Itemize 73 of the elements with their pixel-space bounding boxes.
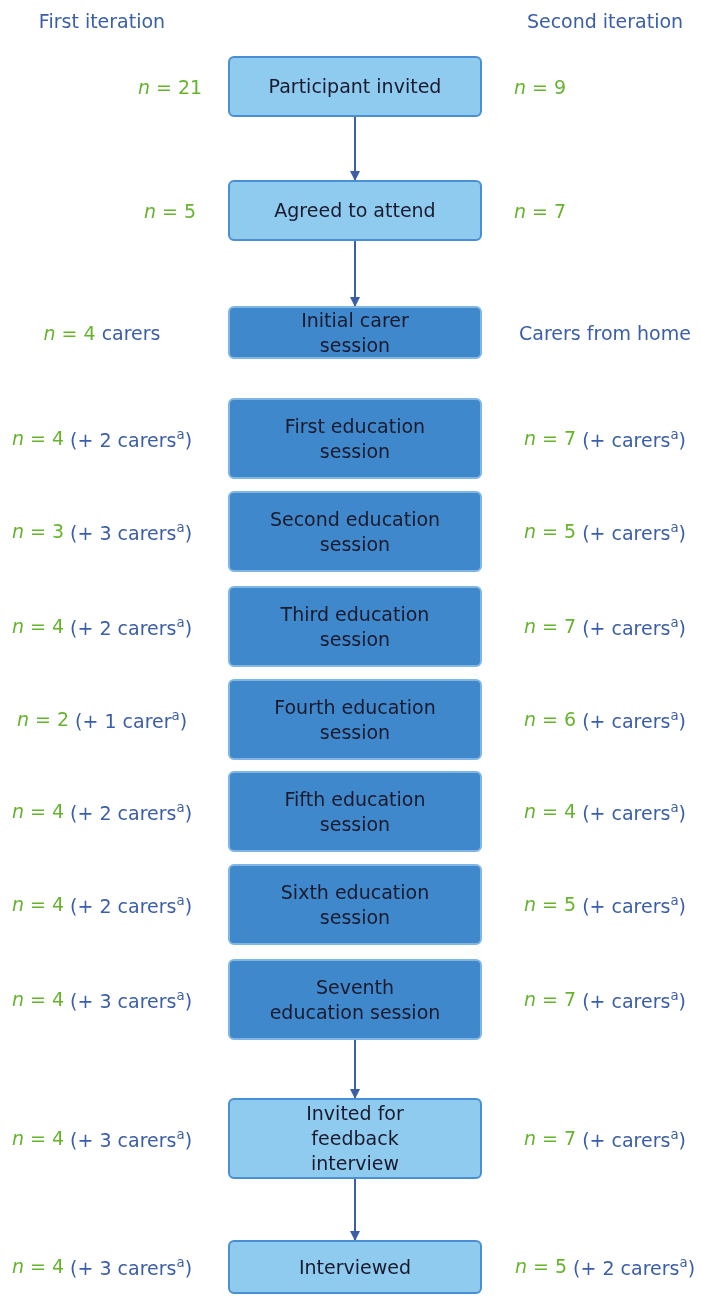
carer-note: (+ 3 carers$^{a}$) <box>70 519 193 544</box>
column-heading: Second iteration <box>526 10 684 32</box>
box-label: First education session <box>283 413 427 464</box>
arrow <box>350 1178 360 1241</box>
session-box <box>228 959 482 1040</box>
carer-note: (+ 3 carers$^{a}$) <box>70 1126 193 1151</box>
count-label: n = 5 <box>524 892 577 917</box>
box-label: Interviewed <box>298 1254 412 1280</box>
session-box <box>228 864 482 945</box>
count-label: n = 7 <box>513 199 567 222</box>
session-box <box>228 586 482 667</box>
count-label: n = 7 <box>524 987 577 1012</box>
count-label: n = 4 <box>11 892 65 917</box>
carer-note: (+ carers$^{a}$) <box>582 1126 686 1151</box>
box-label: Second education session <box>268 506 442 557</box>
count-label: n = 5 <box>514 1255 568 1279</box>
count-label: n = 9 <box>513 75 567 98</box>
carer-note: (+ 1 carer$^{a}$) <box>75 707 188 732</box>
carer-note: Carers from home <box>519 321 691 344</box>
session-box <box>228 491 482 572</box>
count-label: n = 21 <box>137 75 203 98</box>
count-label: n = 6 <box>524 707 577 732</box>
arrow <box>350 116 360 181</box>
carer-note: (+ 2 carers$^{a}$) <box>70 799 193 824</box>
process-box <box>228 180 482 241</box>
count-label: n = 4 <box>11 1126 65 1151</box>
box-label: Agreed to attend <box>274 198 436 223</box>
session-box <box>228 771 482 852</box>
carer-note: (+ 2 carers$^{a}$) <box>573 1255 696 1279</box>
count-label: n = 4 <box>11 614 65 639</box>
session-box <box>228 306 482 359</box>
carer-note: (+ carers$^{a}$) <box>582 519 686 544</box>
box-label: Fourth education session <box>273 694 437 745</box>
box-label: Fifth education session <box>283 786 427 837</box>
box-label: Participant invited <box>268 74 442 99</box>
count-label: n = 7 <box>524 614 577 639</box>
column-heading: First iteration <box>38 10 166 32</box>
carer-note: (+ 2 carers$^{a}$) <box>70 892 193 917</box>
carer-note: (+ carers$^{a}$) <box>582 892 686 917</box>
carer-note: carers <box>101 321 161 344</box>
process-box <box>228 1240 482 1294</box>
box-label: Initial carer session <box>300 307 410 358</box>
box-label: Invited for feedback interview <box>305 1101 405 1176</box>
count-label: n = 4 <box>11 1255 65 1279</box>
process-box <box>228 1098 482 1179</box>
arrow <box>350 1039 360 1099</box>
session-box <box>228 398 482 479</box>
box-label: Seventh education session <box>268 974 442 1025</box>
carer-note: (+ carers$^{a}$) <box>582 614 686 639</box>
count-label: n = 4 <box>524 799 577 824</box>
carer-note: (+ 2 carers$^{a}$) <box>70 614 193 639</box>
count-label: n = 4 <box>11 799 65 824</box>
carer-note: (+ 2 carers$^{a}$) <box>70 426 193 451</box>
session-box <box>228 679 482 760</box>
carer-note: (+ carers$^{a}$) <box>582 799 686 824</box>
carer-note: (+ carers$^{a}$) <box>582 987 686 1012</box>
box-label: Third education session <box>279 601 431 652</box>
count-label: n = 5 <box>524 519 577 544</box>
count-label: n = 7 <box>524 1126 577 1151</box>
carer-note: (+ 3 carers$^{a}$) <box>70 987 193 1012</box>
count-label: n = 3 <box>11 519 65 544</box>
carer-note: (+ carers$^{a}$) <box>582 707 686 732</box>
carer-note: (+ 3 carers$^{a}$) <box>70 1255 193 1279</box>
count-label: n = 2 <box>16 707 70 732</box>
count-label: n = 7 <box>524 426 577 451</box>
count-label: n = 4 <box>11 426 65 451</box>
count-label: n = 4 <box>11 987 65 1012</box>
count-label: n = 4 <box>43 321 96 344</box>
process-box <box>228 56 482 117</box>
count-label: n = 5 <box>143 199 197 222</box>
arrow <box>350 240 360 307</box>
box-label: Sixth education session <box>279 879 431 930</box>
carer-note: (+ carers$^{a}$) <box>582 426 686 451</box>
